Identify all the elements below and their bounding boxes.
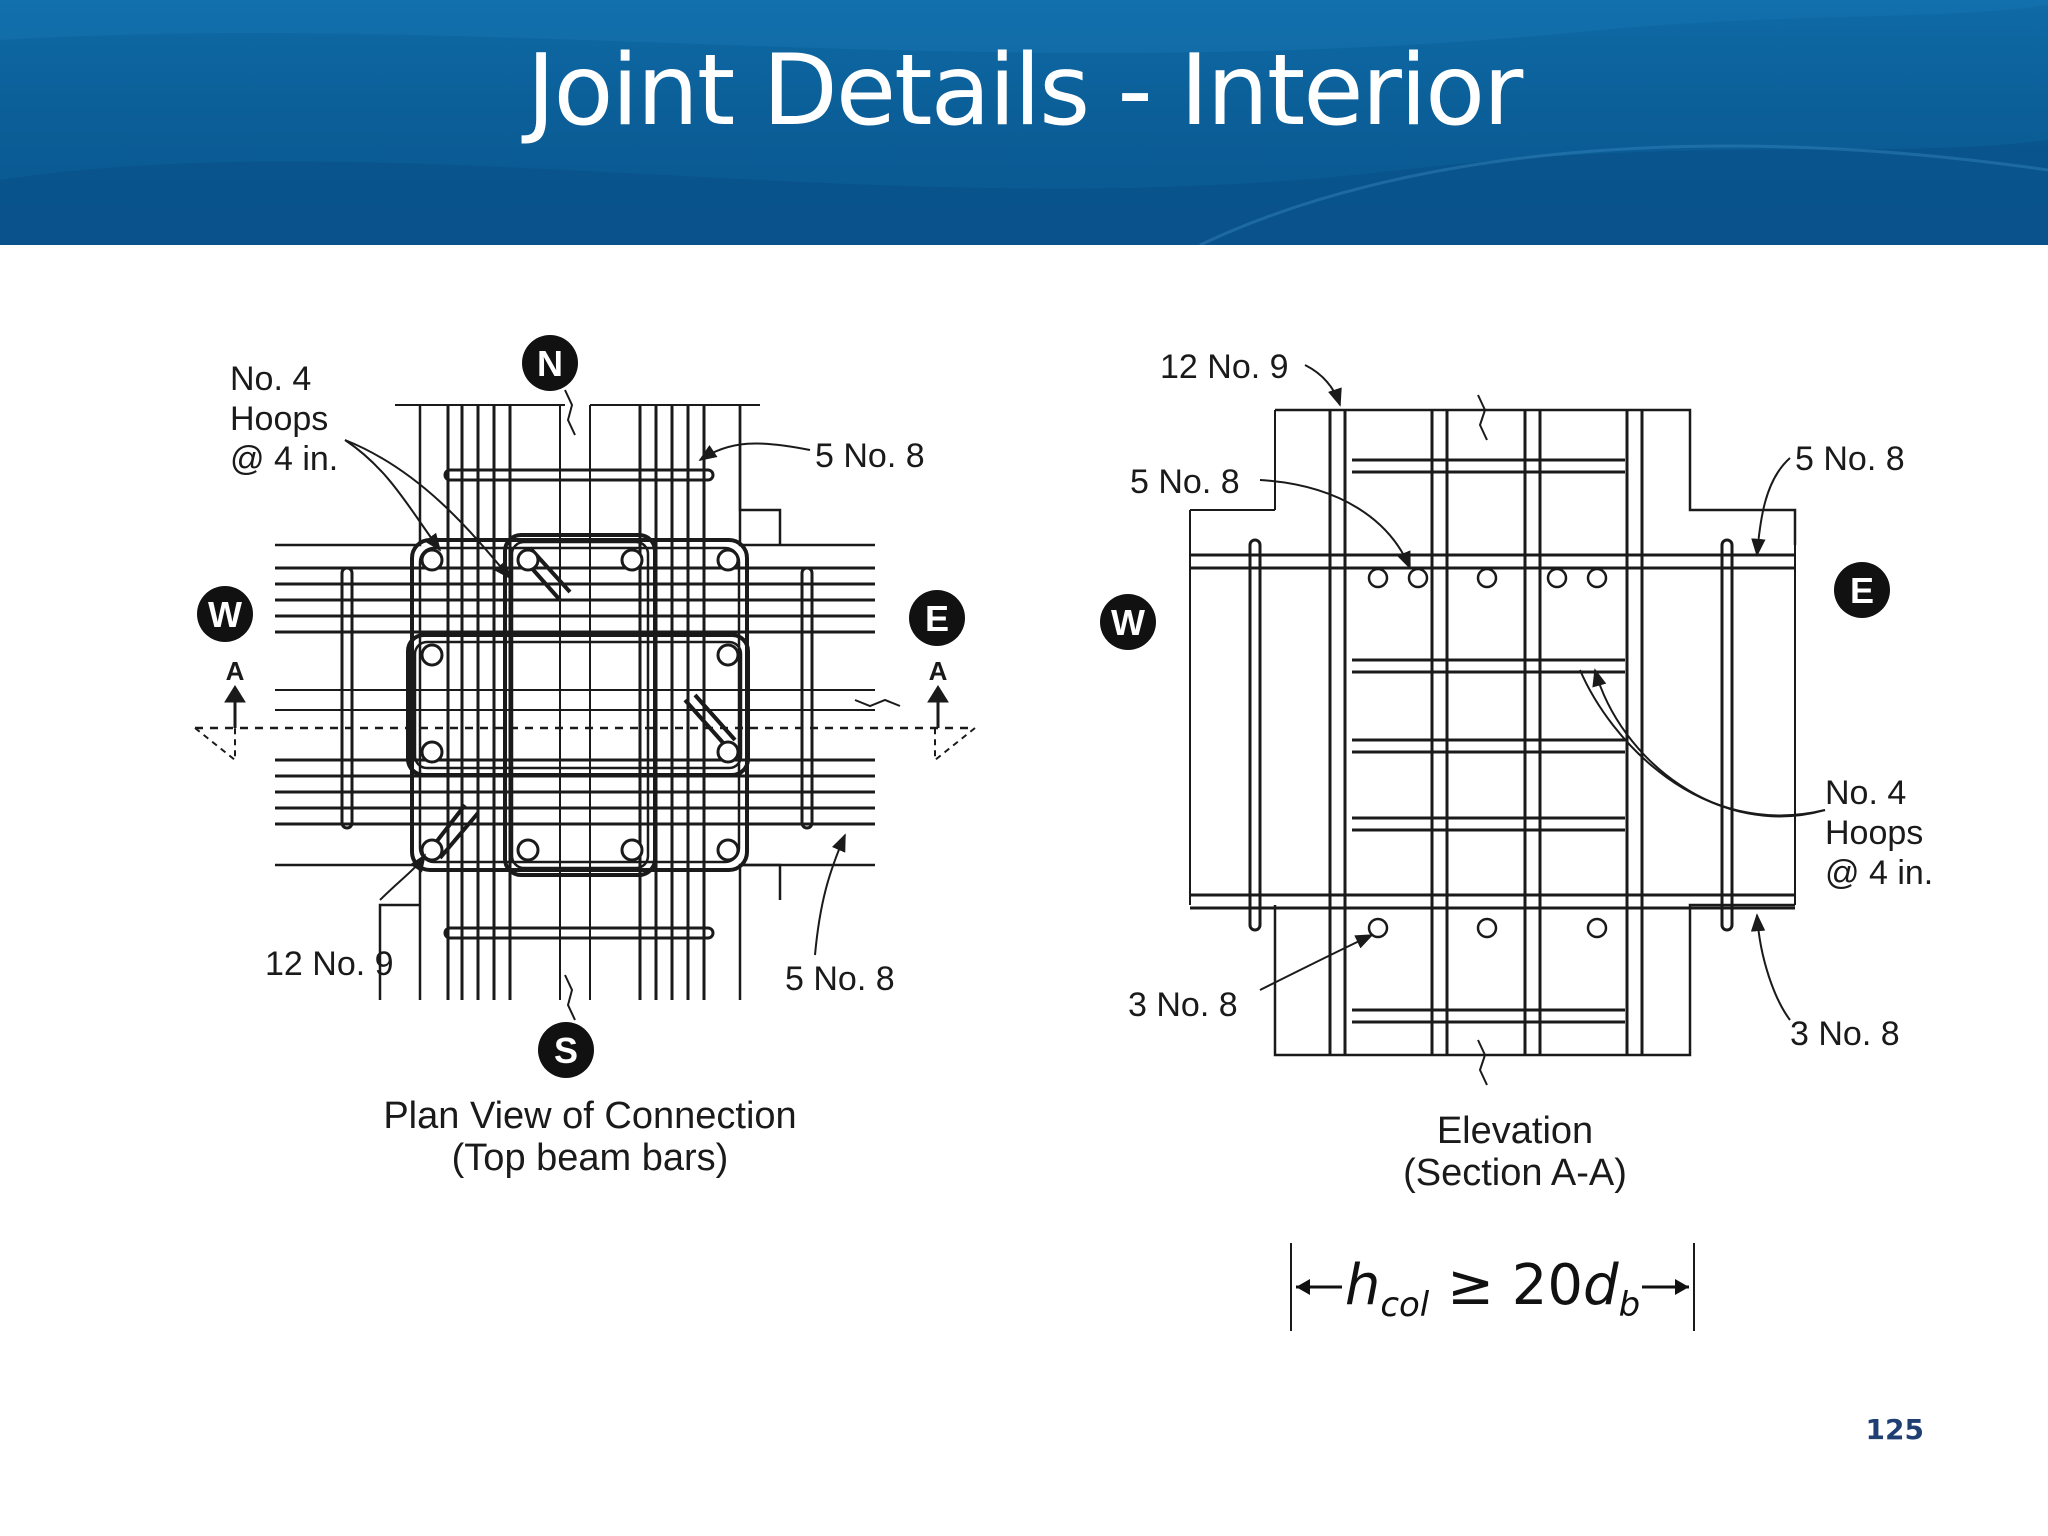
elevation-view	[1189, 364, 1826, 1086]
plan-view-caption: Plan View of Connection (Top beam bars)	[330, 1095, 850, 1179]
formula-left-bound	[1290, 1243, 1292, 1331]
formula-d-subscript: b	[1618, 1285, 1641, 1325]
elevation-column-bars-label: 12 No. 9	[1160, 348, 1289, 386]
plan-column-bars	[420, 548, 740, 862]
formula-arrows	[1296, 1279, 1689, 1295]
plan-caption-line-2: (Top beam bars)	[451, 1137, 729, 1179]
elevation-beam-bars	[1190, 553, 1795, 910]
elevation-caption-line-1: Elevation	[1436, 1110, 1594, 1152]
elevation-compass: W E	[1100, 562, 1890, 650]
plan-ns-beam-bars	[446, 405, 706, 1000]
plan-north-label: N	[537, 343, 563, 384]
plan-east-badge	[909, 590, 965, 646]
elevation-west-label: W	[1111, 602, 1145, 643]
plan-hoops-line-3: @ 4 in.	[230, 440, 338, 478]
column-depth-formula: hcol ≥ 20db	[1290, 1243, 1695, 1333]
formula-relation: ≥ 20	[1429, 1253, 1584, 1318]
elevation-callouts: 12 No. 9 5 No. 8 5 No. 8 No. 4 Hoops @ 4…	[1128, 348, 1933, 1053]
formula-h-subscript: col	[1380, 1285, 1430, 1325]
elevation-view-caption: Elevation (Section A-A)	[1330, 1110, 1700, 1194]
page-number: 125	[1865, 1413, 1924, 1446]
elevation-column-bars	[1328, 410, 1644, 1055]
plan-callouts: No. 4 Hoops @ 4 in. 5 No. 8 12 No. 9 5 N…	[230, 360, 925, 998]
plan-hoops-line-2: Hoops	[230, 400, 328, 438]
plan-hoops	[406, 533, 750, 877]
elevation-caption-line-2: (Section A-A)	[1403, 1152, 1627, 1194]
plan-caption-line-1: Plan View of Connection	[383, 1095, 797, 1137]
elevation-bottom-left-bars-label: 3 No. 8	[1128, 986, 1238, 1024]
plan-section-mark-right: A	[929, 656, 948, 686]
formula-h: h	[1344, 1253, 1381, 1318]
elevation-east-label: E	[1850, 570, 1874, 611]
plan-section-mark-left: A	[226, 656, 245, 686]
plan-south-badge	[538, 1022, 594, 1078]
plan-north-bars-label: 5 No. 8	[815, 437, 925, 475]
elevation-east-badge	[1834, 562, 1890, 618]
plan-north-badge	[522, 335, 578, 391]
plan-column-bars-label: 12 No. 9	[265, 945, 394, 983]
plan-east-label: E	[925, 598, 949, 639]
elevation-top-right-bars-label: 5 No. 8	[1795, 440, 1905, 478]
formula-expression: hcol ≥ 20db	[1290, 1253, 1695, 1325]
joint-details-drawing: N W E S A A No. 4 Hoops @ 4 in. 5 No. 8 …	[194, 335, 1933, 1086]
plan-west-label: W	[208, 594, 242, 635]
elevation-hoops-line-2: Hoops	[1825, 814, 1923, 852]
plan-ew-beam-bars	[275, 566, 875, 826]
plan-west-badge	[197, 586, 253, 642]
elevation-top-left-bars-label: 5 No. 8	[1130, 463, 1240, 501]
formula-right-bound	[1693, 1243, 1695, 1331]
plan-compass: N W E S A A	[197, 335, 965, 1078]
plan-south-label: S	[554, 1030, 578, 1071]
elevation-west-badge	[1100, 594, 1156, 650]
elevation-hoops	[1352, 458, 1625, 1024]
formula-d: d	[1583, 1253, 1619, 1318]
elevation-hoops-line-1: No. 4	[1825, 774, 1906, 812]
plan-concrete-outline	[275, 405, 875, 1000]
plan-hoops-line-1: No. 4	[230, 360, 311, 398]
plan-view	[194, 389, 976, 1021]
slide-header: Joint Details - Interior	[0, 0, 2048, 245]
header-swoosh-decoration	[0, 0, 2048, 245]
slide-title: Joint Details - Interior	[526, 34, 1524, 148]
elevation-bar-sections	[1367, 567, 1608, 939]
plan-south-bars-label: 5 No. 8	[785, 960, 895, 998]
elevation-hoops-line-3: @ 4 in.	[1825, 854, 1933, 892]
elevation-bottom-right-bars-label: 3 No. 8	[1790, 1015, 1900, 1053]
